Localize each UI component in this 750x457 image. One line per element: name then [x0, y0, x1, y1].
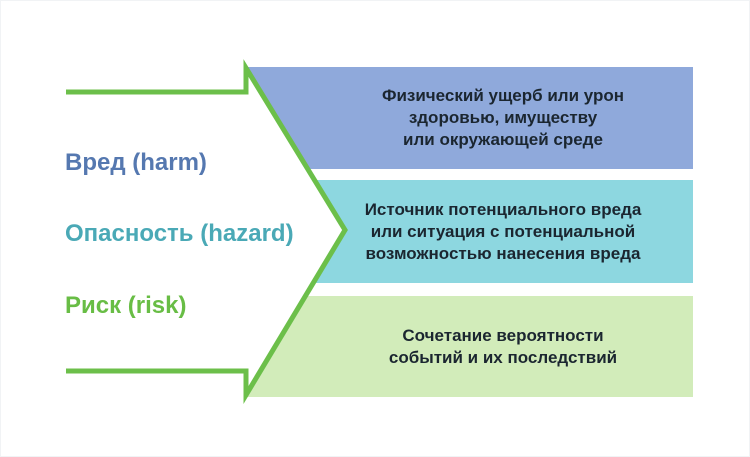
- definition-box-harm: Физический ущерб или урон здоровью, имущ…: [246, 67, 693, 169]
- definition-box-risk: Сочетание вероятности событий и их после…: [246, 296, 693, 397]
- term-label-harm: Вред (harm): [65, 149, 207, 176]
- definition-text-harm: Физический ущерб или урон здоровью, имущ…: [381, 86, 625, 149]
- definition-box-hazard: Источник потенциального вреда или ситуац…: [246, 180, 693, 283]
- definition-text-risk: Сочетание вероятности событий и их после…: [388, 325, 618, 367]
- definition-text-hazard: Источник потенциального вреда или ситуац…: [364, 199, 642, 263]
- term-label-risk: Риск (risk): [65, 292, 187, 319]
- term-label-hazard: Опасность (hazard): [65, 220, 294, 247]
